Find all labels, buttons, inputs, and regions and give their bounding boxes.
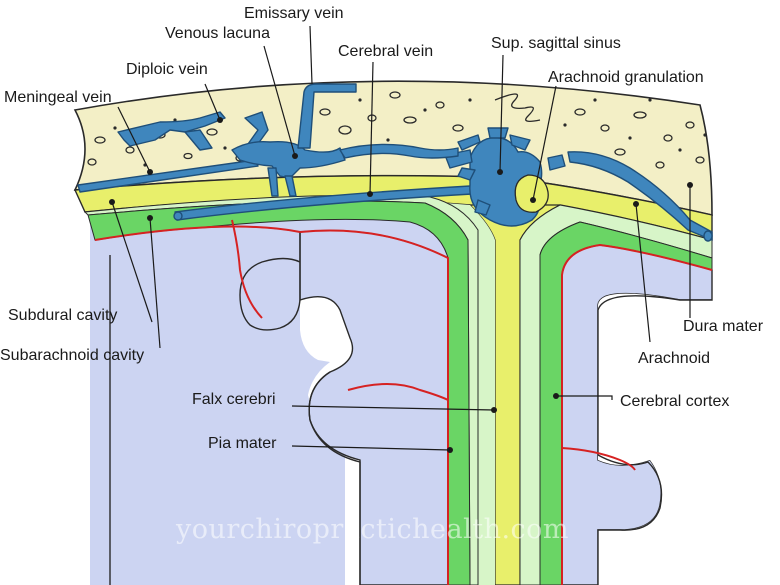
bone-specks	[113, 98, 707, 167]
bone-suture	[494, 93, 541, 122]
label-subarachnoid-cavity: Subarachnoid cavity	[0, 347, 144, 364]
labels: Meningeal vein Diploic vein Venous lacun…	[0, 5, 764, 452]
cortex-left-edge	[109, 255, 361, 585]
label-venous-lacuna: Venous lacuna	[165, 25, 270, 42]
cortex-left-gyrus	[95, 226, 300, 585]
cortex-right-sulcus	[598, 293, 712, 585]
watermark: yourchiropractichealth.com	[175, 514, 569, 545]
meningeal-vein	[77, 159, 259, 193]
leader-lines	[109, 25, 693, 453]
label-cerebral-cortex: Cerebral cortex	[620, 393, 729, 410]
cortex-right-edge	[597, 295, 712, 585]
label-meningeal-vein: Meningeal vein	[4, 89, 112, 106]
label-dura-mater: Dura mater	[683, 318, 764, 335]
vein-network	[77, 83, 713, 242]
label-pia-mater: Pia mater	[208, 435, 277, 452]
pia-mater-lines	[94, 219, 713, 585]
diploic-vein	[117, 111, 226, 147]
label-emissary-vein: Emissary vein	[244, 5, 344, 22]
label-arachnoid-granulation: Arachnoid granulation	[548, 69, 704, 86]
label-cerebral-vein: Cerebral vein	[338, 43, 433, 60]
venous-lacuna	[231, 140, 346, 179]
label-falx-cerebri: Falx cerebri	[192, 391, 276, 408]
label-arachnoid: Arachnoid	[638, 350, 710, 367]
arachnoid-granulation-shape	[514, 174, 549, 213]
label-subdural-cavity: Subdural cavity	[8, 307, 117, 324]
emissary-vein	[297, 83, 357, 149]
label-sup-sagittal-sinus: Sup. sagittal sinus	[491, 35, 621, 52]
label-diploic-vein: Diploic vein	[126, 61, 208, 78]
